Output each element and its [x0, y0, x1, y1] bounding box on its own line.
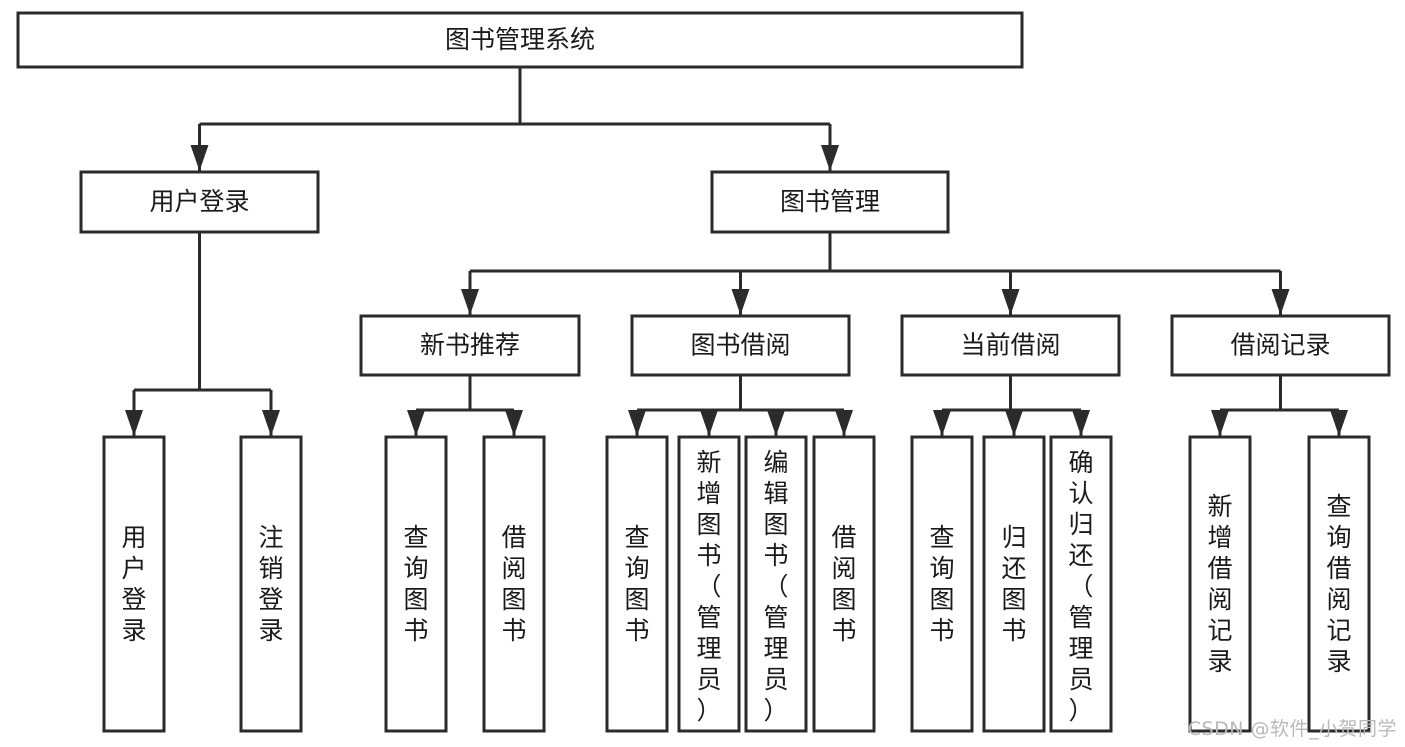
node-label: 确认归还（管理员） — [1068, 448, 1093, 725]
node-box-rect — [16, 11, 1024, 69]
arrow-head-icon — [731, 289, 750, 315]
node-label: 新增借阅记录 — [1207, 492, 1232, 676]
node-leaf-1[interactable]: 注销登录 — [239, 435, 303, 733]
node-label: 查询图书 — [403, 523, 428, 645]
connector-lines — [132, 67, 1341, 436]
node-label: 图书管理系统 — [445, 25, 595, 54]
node-leaf-5[interactable]: 新增图书（管理员） — [677, 435, 741, 733]
node-label: 用户登录 — [149, 187, 249, 216]
node-leaf-9[interactable]: 归还图书 — [982, 435, 1046, 733]
node-leaf-12[interactable]: 查询借阅记录 — [1307, 435, 1371, 733]
node-leaf-6[interactable]: 编辑图书（管理员） — [744, 435, 808, 733]
node-label: 注销登录 — [258, 523, 283, 645]
node-leaf-3[interactable]: 借阅图书 — [482, 435, 546, 733]
arrow-head-icon — [505, 410, 523, 436]
arrow-head-icon — [628, 410, 646, 436]
node-label: 查询图书 — [624, 523, 649, 645]
node-label: 归还图书 — [1001, 523, 1026, 645]
node-box-rect — [359, 314, 581, 377]
node-box-rect — [79, 170, 320, 234]
arrow-head-icon — [1001, 289, 1020, 315]
node-box-rect — [982, 435, 1046, 733]
arrow-head-icon — [1072, 410, 1090, 436]
node-leaf-8[interactable]: 查询图书 — [910, 435, 974, 733]
node-box-rect — [482, 435, 546, 733]
arrow-head-icon — [1211, 410, 1229, 436]
arrow-head-icon — [407, 410, 425, 436]
arrow-heads — [125, 145, 1348, 436]
arrow-head-icon — [1005, 410, 1023, 436]
node-leaf-11[interactable]: 新增借阅记录 — [1188, 435, 1252, 733]
arrow-head-icon — [835, 410, 853, 436]
node-box-rect — [910, 435, 974, 733]
node-box-rect — [710, 170, 950, 234]
node-level2-0[interactable]: 用户登录 — [79, 170, 320, 234]
node-level3-2[interactable]: 当前借阅 — [900, 314, 1121, 377]
node-box-rect — [900, 314, 1121, 377]
node-box-rect — [677, 435, 741, 733]
node-leaf-10[interactable]: 确认归还（管理员） — [1049, 435, 1113, 733]
node-leaf-0[interactable]: 用户登录 — [102, 435, 166, 733]
node-level3-1[interactable]: 图书借阅 — [630, 314, 851, 377]
arrow-head-icon — [767, 410, 785, 436]
arrow-head-icon — [933, 410, 951, 436]
node-label: 查询图书 — [929, 523, 954, 645]
node-label: 图书管理 — [780, 187, 880, 216]
node-label: 借阅图书 — [831, 523, 856, 645]
node-label: 用户登录 — [121, 523, 146, 645]
arrow-head-icon — [125, 410, 143, 436]
node-label: 新增图书（管理员） — [696, 448, 721, 725]
arrow-head-icon — [1330, 410, 1348, 436]
node-root-0[interactable]: 图书管理系统 — [16, 11, 1024, 69]
arrow-head-icon — [190, 145, 209, 171]
node-box-rect — [1049, 435, 1113, 733]
node-label: 当前借阅 — [960, 331, 1060, 360]
arrow-head-icon — [700, 410, 718, 436]
node-box-rect — [239, 435, 303, 733]
node-box-rect — [630, 314, 851, 377]
node-box-rect — [744, 435, 808, 733]
arrow-head-icon — [262, 410, 280, 436]
node-box-rect — [1170, 314, 1391, 377]
node-box-rect — [605, 435, 669, 733]
node-level2-1[interactable]: 图书管理 — [710, 170, 950, 234]
node-leaf-4[interactable]: 查询图书 — [605, 435, 669, 733]
node-label: 图书借阅 — [690, 331, 790, 360]
node-box-rect — [384, 435, 448, 733]
node-level3-0[interactable]: 新书推荐 — [359, 314, 581, 377]
node-label: 借阅记录 — [1230, 331, 1330, 360]
arrow-head-icon — [1271, 289, 1290, 315]
node-leaf-2[interactable]: 查询图书 — [384, 435, 448, 733]
node-boxes: 图书管理系统用户登录图书管理新书推荐图书借阅当前借阅借阅记录用户登录注销登录查询… — [16, 11, 1391, 733]
arrow-head-icon — [461, 289, 479, 315]
node-label: 查询借阅记录 — [1326, 492, 1351, 676]
node-level3-3[interactable]: 借阅记录 — [1170, 314, 1391, 377]
node-box-rect — [102, 435, 166, 733]
node-label: 借阅图书 — [501, 523, 526, 645]
node-box-rect — [1188, 435, 1252, 733]
node-box-rect — [812, 435, 876, 733]
arrow-head-icon — [821, 145, 839, 171]
node-label: 编辑图书（管理员） — [763, 448, 788, 725]
node-leaf-7[interactable]: 借阅图书 — [812, 435, 876, 733]
node-label: 新书推荐 — [420, 331, 520, 360]
node-box-rect — [1307, 435, 1371, 733]
